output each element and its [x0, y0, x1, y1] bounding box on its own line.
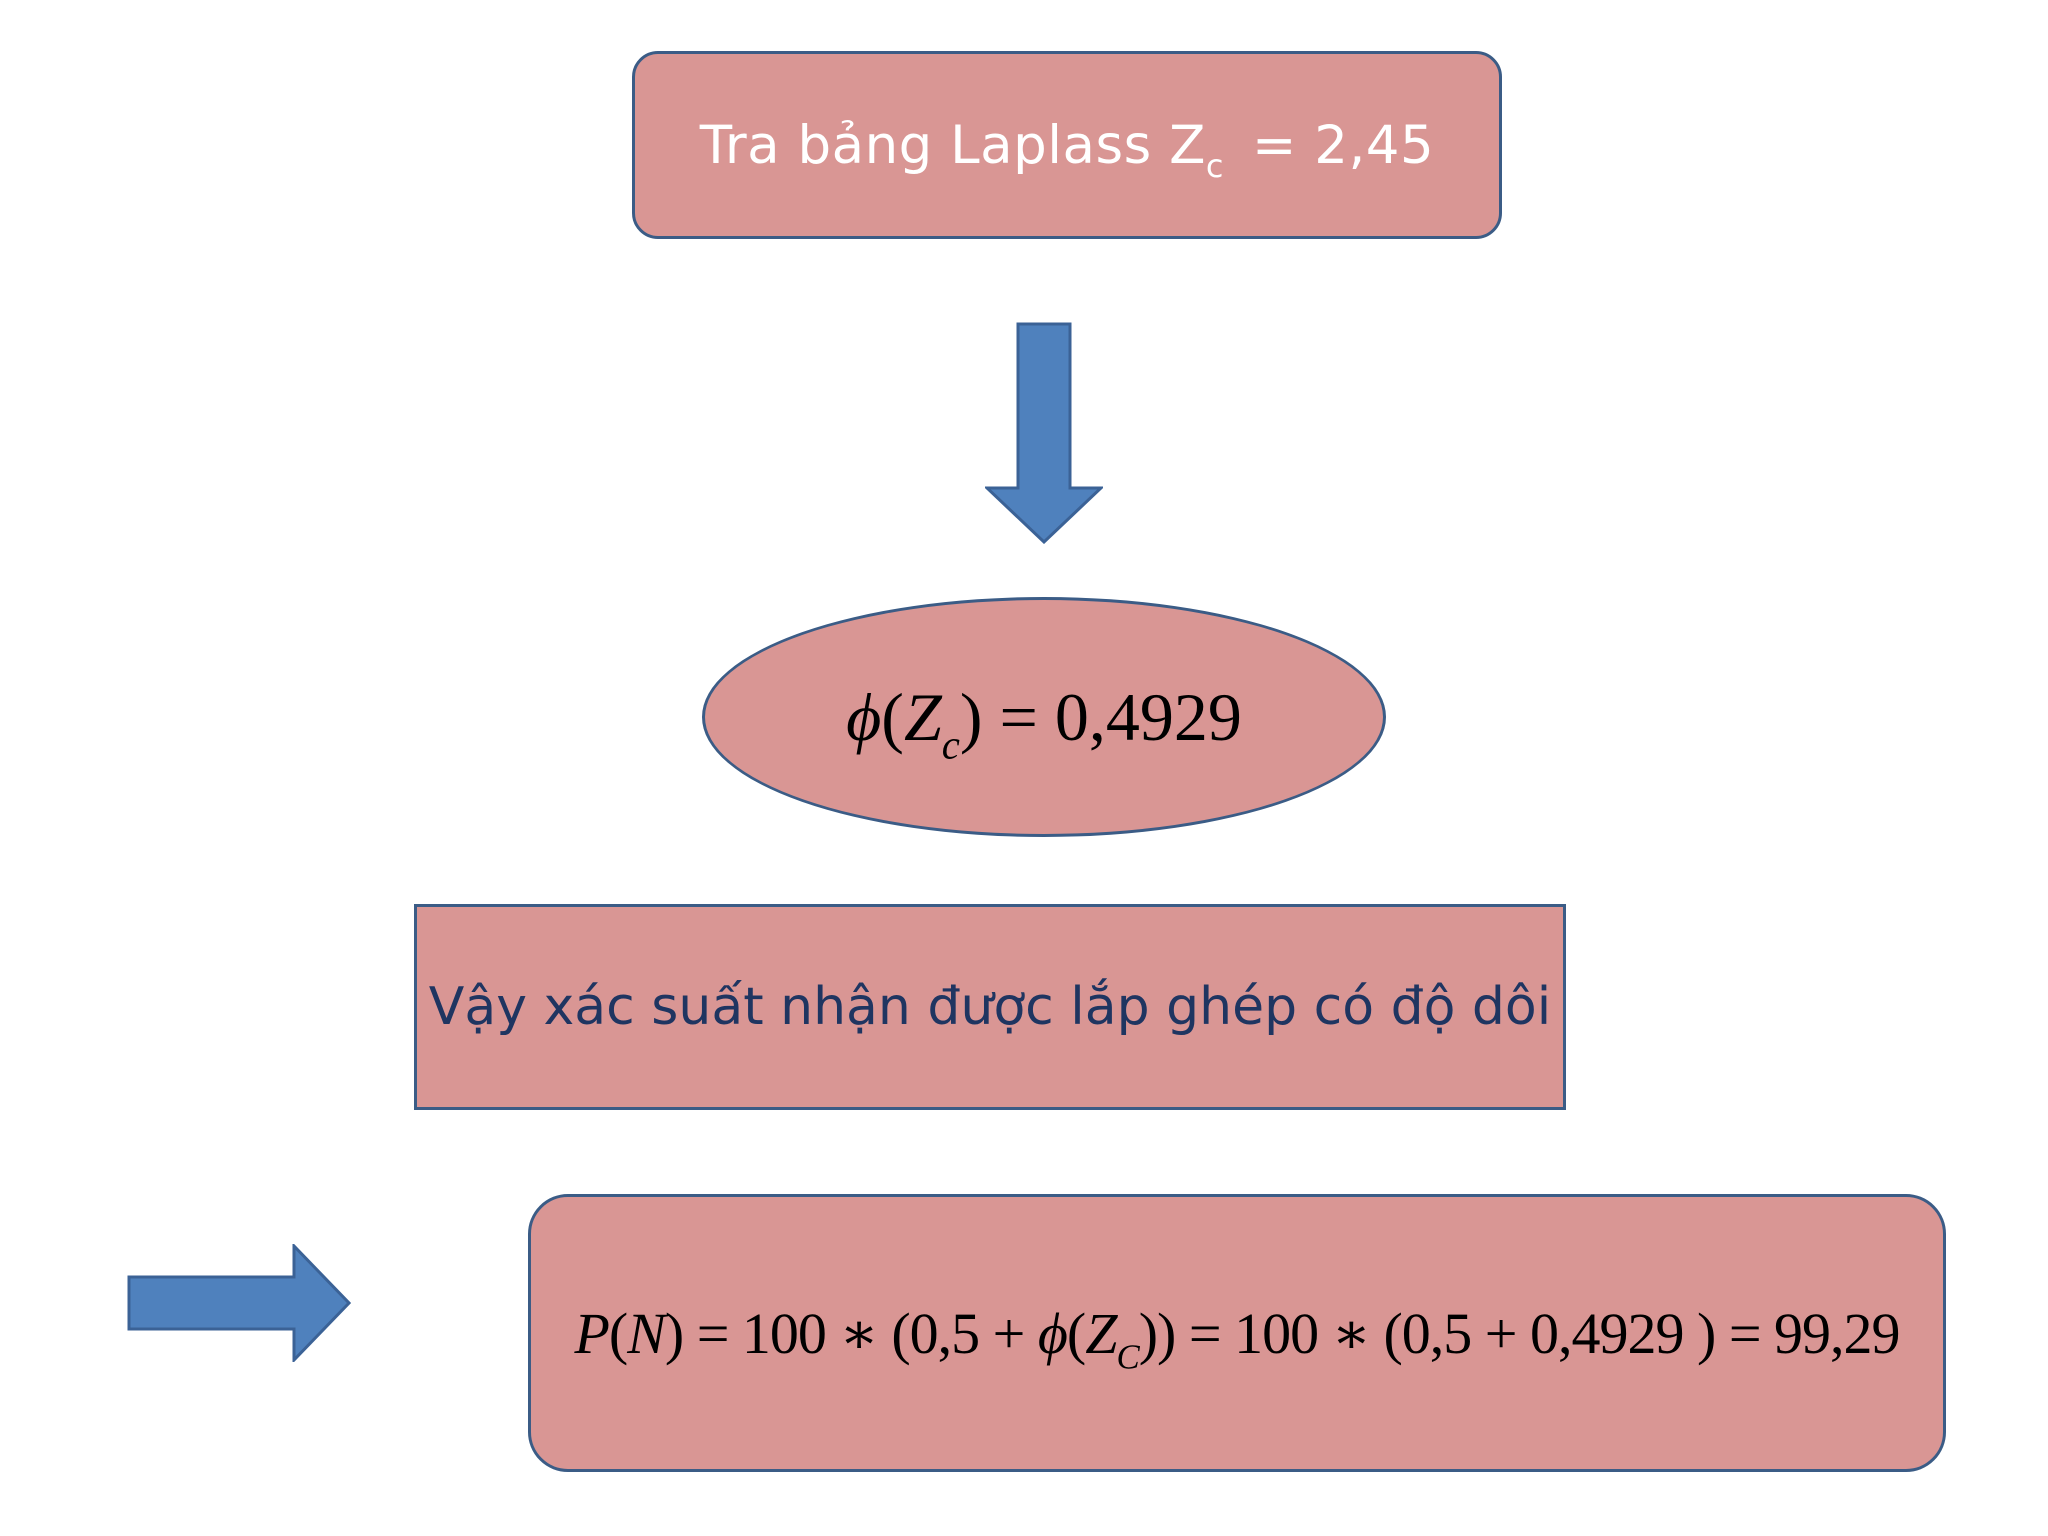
phi-open-paren: (	[1066, 1301, 1086, 1366]
laplace-table-text: Tra bảng Laplass Zc = 2,45	[699, 114, 1435, 182]
z-subscript: C	[1116, 1337, 1140, 1377]
laplace-subscript: c	[1205, 146, 1224, 185]
phi-result-formula: ϕ(Zc) = 0,4929	[846, 678, 1242, 765]
p-symbol: P	[574, 1301, 609, 1366]
laplace-table-box: Tra bảng Laplass Zc = 2,45	[632, 51, 1502, 239]
arrow-right-icon	[127, 1244, 351, 1362]
p-open-paren: (	[608, 1301, 628, 1366]
phi-result-value: ) = 0,4929	[959, 678, 1242, 755]
formula-part-2: )) = 100 ∗ (0,5 + 0,4929 ) = 99,29	[1138, 1301, 1901, 1366]
z-symbol: Z	[1085, 1301, 1117, 1366]
formula-part-1: ) = 100 ∗ (0,5 +	[664, 1301, 1038, 1366]
conclusion-box: Vậy xác suất nhận được lắp ghép có độ dô…	[414, 904, 1566, 1110]
phi-symbol: ϕ	[1037, 1301, 1068, 1366]
laplace-suffix: = 2,45	[1251, 114, 1435, 176]
z-subscript: c	[941, 721, 960, 767]
laplace-prefix: Tra bảng Laplass Z	[699, 114, 1206, 176]
probability-formula-box: P(N) = 100 ∗ (0,5 + ϕ(ZC)) = 100 ∗ (0,5 …	[528, 1194, 1946, 1472]
conclusion-text: Vậy xác suất nhận được lắp ghép có độ dô…	[428, 977, 1552, 1037]
phi-symbol: ϕ	[846, 678, 882, 755]
probability-formula: P(N) = 100 ∗ (0,5 + ϕ(ZC)) = 100 ∗ (0,5 …	[574, 1299, 1901, 1375]
phi-result-ellipse: ϕ(Zc) = 0,4929	[702, 597, 1386, 837]
phi-open-paren: (	[881, 678, 904, 755]
arrow-down-icon	[985, 322, 1103, 544]
z-symbol: Z	[903, 678, 942, 755]
n-symbol: N	[627, 1301, 666, 1366]
